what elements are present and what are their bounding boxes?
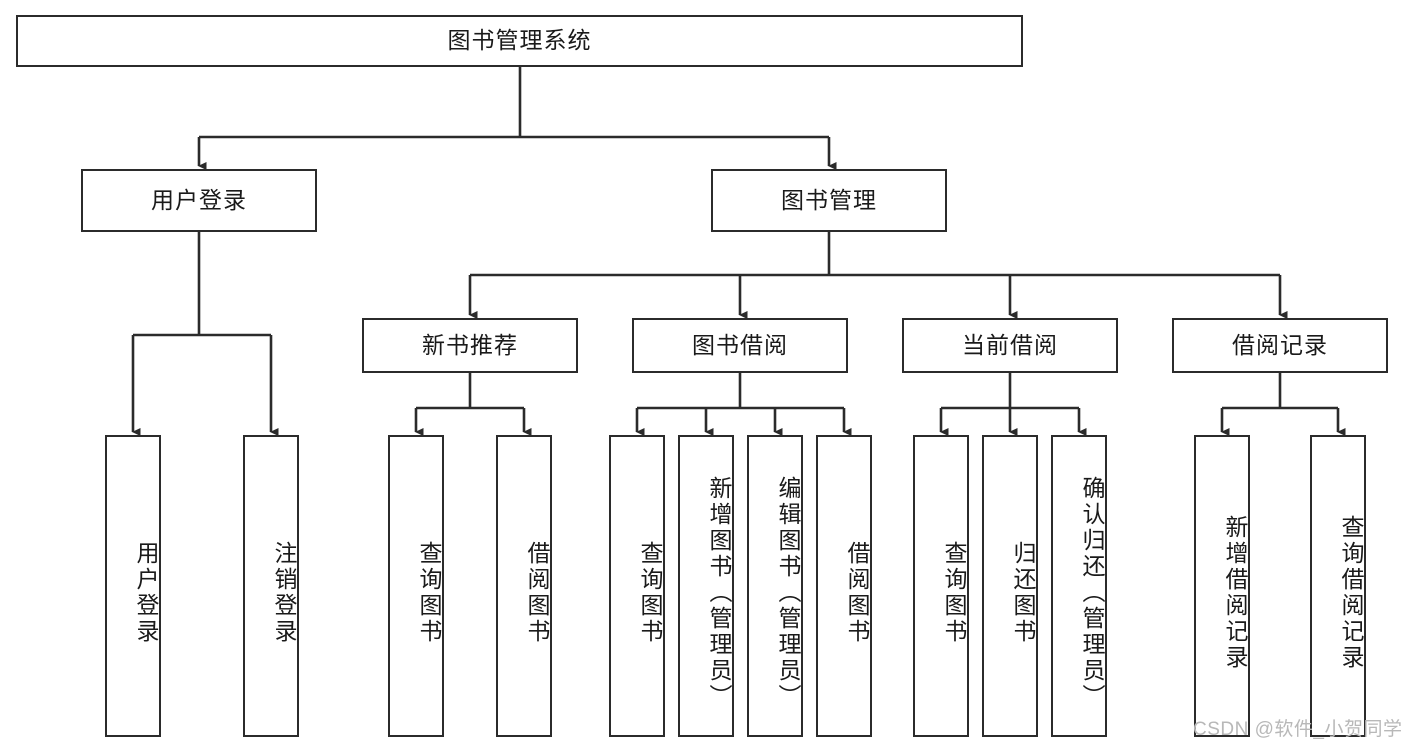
node-leaf-return-book-label: 归还图书 [1010,541,1036,645]
node-leaf-add-record[interactable]: 新增借阅记录 [1194,435,1250,737]
node-leaf-confirm-return-label: 确认归还（管理员） [1079,476,1105,710]
node-leaf-borrow-book-1[interactable]: 借阅图书 [496,435,552,737]
node-leaf-edit-book-label: 编辑图书（管理员） [775,476,801,710]
node-leaf-query-book-3[interactable]: 查询图书 [913,435,969,737]
node-leaf-user-login[interactable]: 用户登录 [105,435,161,737]
node-leaf-query-record-label: 查询借阅记录 [1338,515,1364,671]
node-root[interactable]: 图书管理系统 [16,15,1023,67]
node-leaf-query-book-2-label: 查询图书 [637,541,663,645]
node-leaf-borrow-book-2[interactable]: 借阅图书 [816,435,872,737]
node-book-manage[interactable]: 图书管理 [711,169,947,232]
node-leaf-add-book[interactable]: 新增图书（管理员） [678,435,734,737]
node-leaf-query-book-3-label: 查询图书 [941,541,967,645]
node-leaf-query-book-1[interactable]: 查询图书 [388,435,444,737]
node-leaf-logout-label: 注销登录 [271,541,297,645]
node-root-label: 图书管理系统 [447,27,592,54]
node-leaf-add-record-label: 新增借阅记录 [1222,515,1248,671]
node-leaf-query-book-2[interactable]: 查询图书 [609,435,665,737]
node-leaf-edit-book[interactable]: 编辑图书（管理员） [747,435,803,737]
node-current-borrow[interactable]: 当前借阅 [902,318,1118,373]
node-leaf-confirm-return[interactable]: 确认归还（管理员） [1051,435,1107,737]
node-user-login[interactable]: 用户登录 [81,169,317,232]
node-leaf-borrow-book-2-label: 借阅图书 [844,541,870,645]
node-leaf-borrow-book-1-label: 借阅图书 [524,541,550,645]
node-book-manage-label: 图书管理 [781,186,877,213]
node-leaf-return-book[interactable]: 归还图书 [982,435,1038,737]
node-leaf-add-book-label: 新增图书（管理员） [706,476,732,710]
node-borrow-record-label: 借阅记录 [1232,331,1328,358]
node-leaf-user-login-label: 用户登录 [133,541,159,645]
node-current-borrow-label: 当前借阅 [962,331,1058,358]
node-book-borrow[interactable]: 图书借阅 [632,318,848,373]
node-new-book-recommend[interactable]: 新书推荐 [362,318,578,373]
node-leaf-query-book-1-label: 查询图书 [416,541,442,645]
node-borrow-record[interactable]: 借阅记录 [1172,318,1388,373]
node-leaf-logout[interactable]: 注销登录 [243,435,299,737]
node-user-login-label: 用户登录 [151,186,247,213]
node-book-borrow-label: 图书借阅 [692,331,788,358]
node-leaf-query-record[interactable]: 查询借阅记录 [1310,435,1366,737]
node-new-book-recommend-label: 新书推荐 [422,331,518,358]
